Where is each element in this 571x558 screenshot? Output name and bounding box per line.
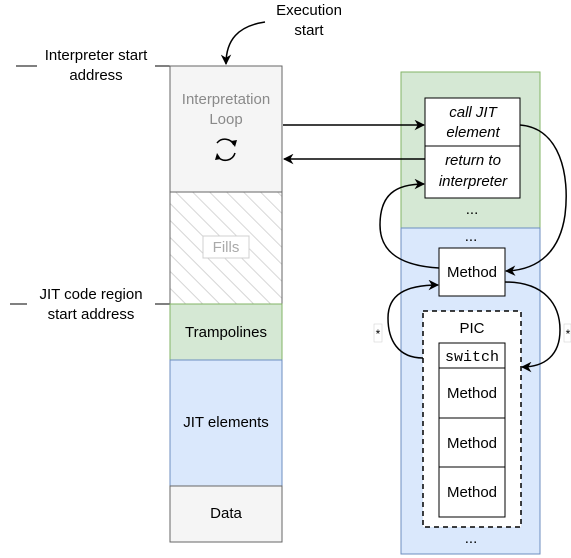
jit-region-start-label-bg bbox=[27, 283, 155, 325]
data-block bbox=[169, 485, 283, 543]
trampolines-block bbox=[169, 303, 283, 361]
execution-start-label-1: Execution bbox=[276, 2, 342, 19]
trampoline-stack bbox=[424, 97, 521, 199]
call-to-method-arrow bbox=[504, 124, 567, 276]
call-jit-label-1: call JIT bbox=[449, 104, 498, 121]
pic-method-label-3: Method bbox=[447, 484, 497, 501]
data-label: Data bbox=[210, 505, 242, 522]
star-left: * bbox=[376, 327, 381, 341]
interpreter-start-label-1: Interpreter start bbox=[45, 47, 148, 64]
interpretation-loop-block bbox=[169, 65, 283, 193]
return-interp-label-1: return to bbox=[445, 152, 501, 169]
memory-column: Interpretation Loop Fills Trampolines JI… bbox=[169, 65, 283, 543]
interpretation-loop-label-1: Interpretation bbox=[182, 91, 270, 108]
pic-stack bbox=[438, 342, 506, 518]
execution-start-label-2: start bbox=[294, 22, 324, 39]
star-right: * bbox=[566, 327, 571, 341]
pic-to-method-arrow bbox=[387, 279, 440, 359]
method-to-pic-arrow bbox=[504, 281, 561, 373]
method-box bbox=[438, 247, 506, 297]
pic-method-label-2: Method bbox=[447, 435, 497, 452]
loop-cycle-icon bbox=[215, 138, 237, 161]
interpreter-start-label-2: address bbox=[69, 67, 122, 84]
jit-ellipsis-top: ... bbox=[465, 228, 478, 245]
return-interp-label-2: interpreter bbox=[439, 173, 508, 190]
jit-ellipsis-bottom: ... bbox=[465, 530, 478, 547]
interpreter-start-label-bg bbox=[37, 43, 155, 87]
star-right-bg bbox=[563, 323, 571, 343]
trampolines-ellipsis: ... bbox=[466, 201, 479, 218]
trampolines-label: Trampolines bbox=[185, 324, 267, 341]
jit-region-start-label-2: start address bbox=[48, 306, 135, 323]
star-left-bg bbox=[373, 323, 383, 343]
jit-region-start-label-1: JIT code region bbox=[39, 286, 142, 303]
pic-switch-label: switch bbox=[445, 349, 499, 366]
fills-label: Fills bbox=[213, 239, 240, 256]
jit-elements-block bbox=[169, 359, 283, 487]
jit-elements-label: JIT elements bbox=[183, 414, 269, 431]
call-jit-label-2: element bbox=[446, 124, 500, 141]
method-label: Method bbox=[447, 264, 497, 281]
interpretation-loop-label-2: Loop bbox=[209, 111, 242, 128]
method-to-return-arrow bbox=[379, 178, 440, 269]
pic-title: PIC bbox=[459, 320, 484, 337]
pic-method-label-1: Method bbox=[447, 385, 497, 402]
execution-start-arrow bbox=[220, 21, 266, 66]
fills-label-bg bbox=[202, 235, 250, 259]
